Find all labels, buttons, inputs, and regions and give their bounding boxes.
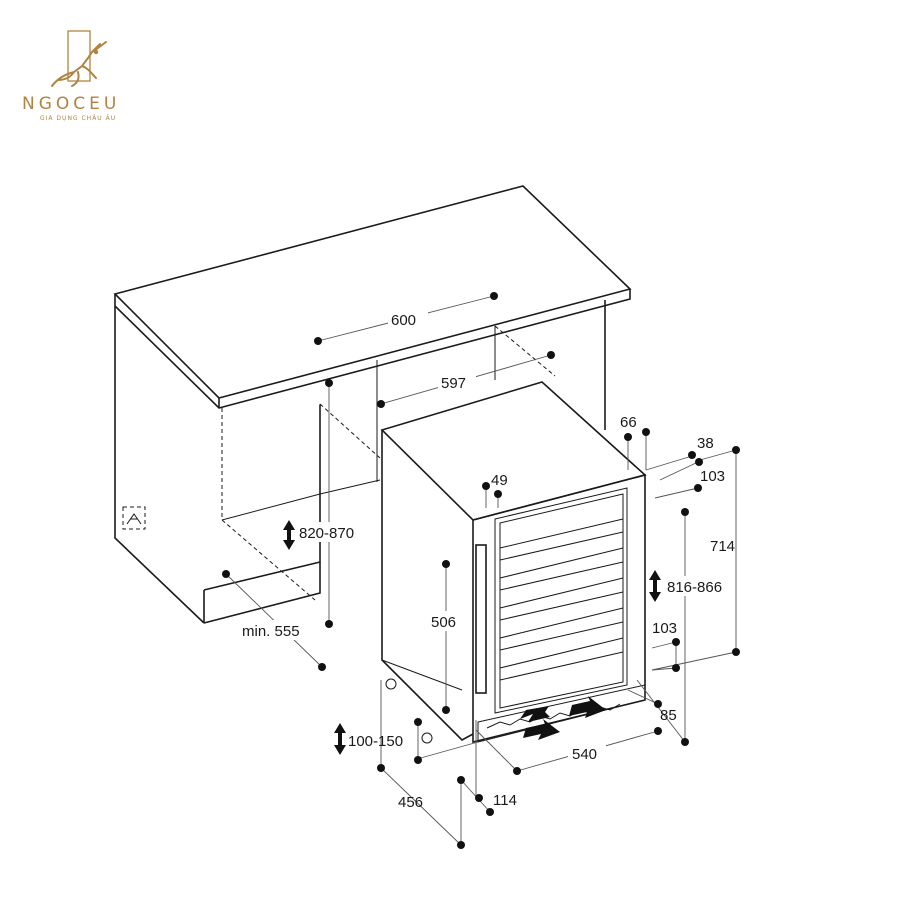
double-arrow-vertical-icon bbox=[334, 723, 346, 755]
dimension-endpoints bbox=[222, 292, 740, 849]
deer-emblem-icon bbox=[51, 30, 107, 87]
dim-600: 600 bbox=[391, 312, 416, 329]
wine-rack-shelves bbox=[499, 518, 624, 681]
brand-logo: NGOCEU GIA DỤNG CHÂU ÂU bbox=[18, 28, 148, 128]
dim-min-555: min. 555 bbox=[242, 623, 300, 640]
double-arrow-vertical-icon bbox=[283, 520, 295, 550]
brand-name: NGOCEU bbox=[22, 94, 120, 114]
dim-714: 714 bbox=[710, 538, 735, 555]
door-handle bbox=[475, 544, 487, 694]
dim-114: 114 bbox=[493, 792, 517, 809]
dim-66: 66 bbox=[620, 414, 637, 431]
brand-tagline: GIA DỤNG CHÂU ÂU bbox=[40, 115, 116, 122]
dimension-lines bbox=[225, 295, 737, 846]
double-arrow-vertical-icon bbox=[649, 570, 661, 602]
wine-cooler bbox=[380, 381, 647, 744]
dim-103-bottom: 103 bbox=[652, 620, 677, 637]
dim-100-150: 100-150 bbox=[348, 733, 403, 750]
dim-506: 506 bbox=[431, 614, 456, 631]
dim-85: 85 bbox=[660, 707, 677, 724]
dim-597: 597 bbox=[441, 375, 466, 392]
kitchen-cabinet bbox=[113, 185, 632, 624]
dim-49: 49 bbox=[491, 472, 508, 489]
dim-540: 540 bbox=[572, 746, 597, 763]
dim-103-top: 103 bbox=[700, 468, 725, 485]
dim-816-866: 816-866 bbox=[667, 579, 722, 596]
dim-38: 38 bbox=[697, 435, 714, 452]
electrical-socket-icon bbox=[122, 506, 146, 530]
dimension-labels: 600 597 66 38 103 49 714 820-870 816-866… bbox=[240, 308, 735, 811]
dim-820-870: 820-870 bbox=[299, 525, 354, 542]
airflow-arrow-icon bbox=[520, 696, 606, 740]
dim-456: 456 bbox=[398, 794, 423, 811]
